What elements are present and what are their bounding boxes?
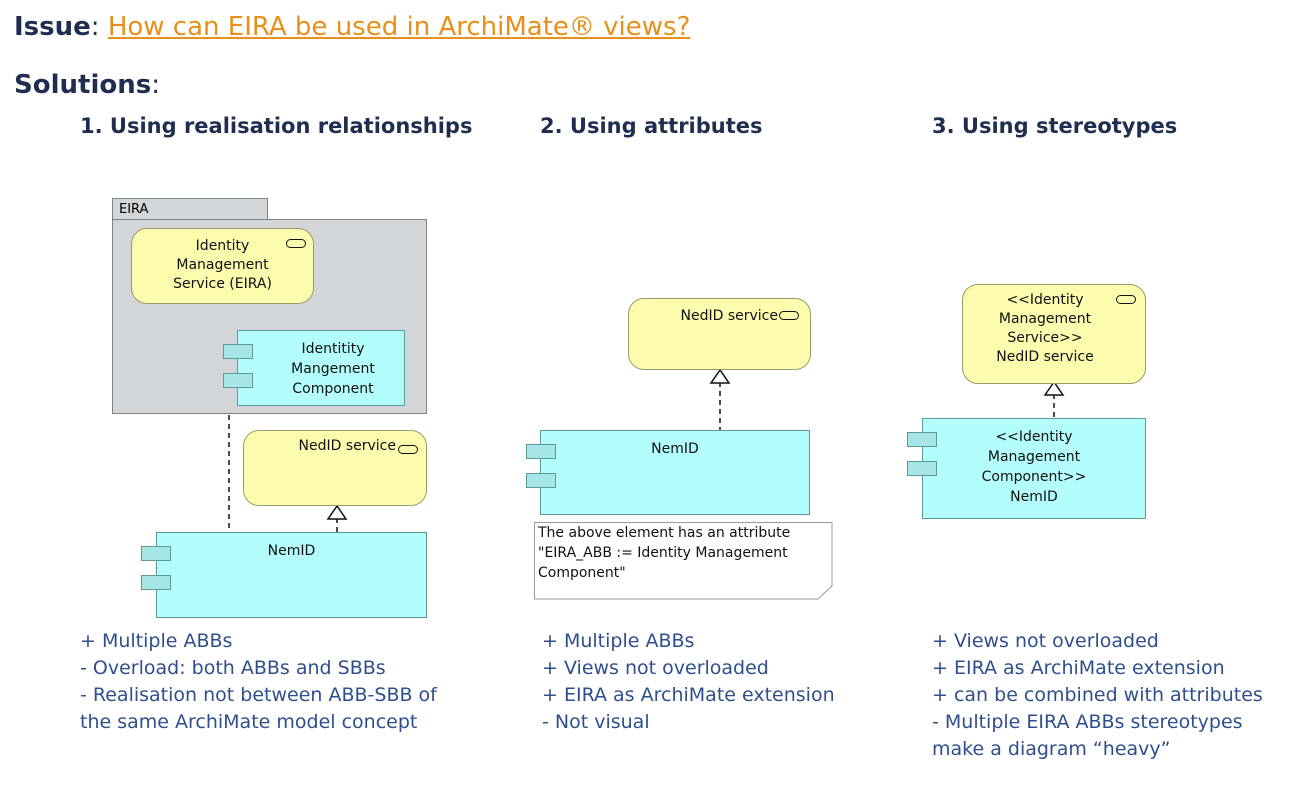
service-icon <box>286 239 306 248</box>
solutions-label: Solutions <box>14 70 152 100</box>
bullet: make a diagram “heavy” <box>932 738 1171 760</box>
realisation-arrowhead-5 <box>1043 380 1065 396</box>
nemid-component-2: NemID <box>540 430 810 515</box>
component-icon <box>526 473 556 488</box>
column-1-bullets: + Multiple ABBs - Overload: both ABBs an… <box>80 628 437 736</box>
bullet: + Multiple ABBs <box>80 630 233 652</box>
stereotyped-nemid-component: <<Identity Management Component>> NemID <box>922 418 1146 519</box>
attribute-note-shape <box>534 522 833 600</box>
stereo-service-line-1: <<Identity <box>1006 292 1084 308</box>
component-icon <box>907 461 937 476</box>
identity-management-component-abb: Identitity Mangement Component <box>237 330 405 406</box>
issue-separator: : <box>90 12 108 42</box>
bullet: + Views not overloaded <box>542 657 769 679</box>
service-icon <box>779 311 799 320</box>
stereo-service-line-3: Service>> <box>1007 330 1083 346</box>
abb-service-line-2: Management <box>176 257 269 273</box>
bullet: + can be combined with attributes <box>932 684 1263 706</box>
service-icon <box>1116 295 1136 304</box>
component-icon <box>223 344 253 359</box>
component-icon <box>223 373 253 388</box>
component-icon <box>526 444 556 459</box>
nedid-service-2: NedID service <box>628 298 811 370</box>
stereo-component-line-2: Management <box>987 449 1081 465</box>
bullet: + EIRA as ArchiMate extension <box>932 657 1225 679</box>
nedid-service-label-2: NedID service <box>680 308 778 324</box>
column-1-heading: 1. Using realisation relationships <box>80 114 473 138</box>
component-icon <box>141 575 171 590</box>
note-line-3: Component" <box>538 565 626 581</box>
abb-component-line-2: Mangement <box>291 361 375 377</box>
issue-link[interactable]: How can EIRA be used in ArchiMate® views… <box>107 12 691 42</box>
nemid-component-sbb-1: NemID <box>156 532 427 618</box>
stereotyped-nedid-service: <<Identity Management Service>> NedID se… <box>962 284 1146 384</box>
bullet: + Multiple ABBs <box>542 630 695 652</box>
nedid-service-sbb-1: NedID service <box>243 430 427 506</box>
issue-label: Issue <box>14 12 91 42</box>
abb-component-line-1: Identitity <box>301 341 365 357</box>
stereo-component-line-4: NemID <box>1010 489 1058 505</box>
column-3-bullets: + Views not overloaded + EIRA as ArchiMa… <box>932 628 1263 763</box>
bullet: - Overload: both ABBs and SBBs <box>80 657 386 679</box>
stereo-service-line-2: Management <box>998 311 1092 327</box>
abb-component-line-3: Component <box>292 381 374 397</box>
realisation-arrowhead-4 <box>709 368 731 384</box>
abb-service-line-1: Identity <box>195 238 250 254</box>
column-2-heading: 2. Using attributes <box>540 114 763 138</box>
note-line-1: The above element has an attribute <box>538 525 791 541</box>
service-icon <box>398 445 418 454</box>
abb-service-line-3: Service (EIRA) <box>173 276 272 292</box>
column-2-bullets: + Multiple ABBs + Views not overloaded +… <box>542 628 835 736</box>
nemid-label-1: NemID <box>267 543 316 559</box>
issue-line: Issue: How can EIRA be used in ArchiMate… <box>14 12 690 42</box>
nemid-label-2: NemID <box>651 441 699 457</box>
bullet: the same ArchiMate model concept <box>80 711 418 733</box>
bullet: - Not visual <box>542 711 650 733</box>
stereo-component-line-1: <<Identity <box>995 429 1073 445</box>
component-icon <box>141 546 171 561</box>
identity-management-service-abb: Identity Management Service (EIRA) <box>131 228 314 304</box>
stereo-service-line-4: NedID service <box>996 349 1094 365</box>
solutions-colon: : <box>151 70 160 100</box>
bullet: + Views not overloaded <box>932 630 1159 652</box>
note-line-2: "EIRA_ABB := Identity Management <box>538 545 788 561</box>
bullet: - Multiple EIRA ABBs stereotypes <box>932 711 1243 733</box>
bullet: + EIRA as ArchiMate extension <box>542 684 835 706</box>
solutions-heading: Solutions: <box>14 70 160 100</box>
stereo-component-line-3: Component>> <box>981 469 1087 485</box>
bullet: - Realisation not between ABB-SBB of <box>80 684 437 706</box>
component-icon <box>907 432 937 447</box>
column-3-heading: 3. Using stereotypes <box>932 114 1178 138</box>
nedid-service-label-1: NedID service <box>298 438 396 454</box>
attribute-note: The above element has an attribute "EIRA… <box>534 522 834 583</box>
eira-group-tab: EIRA <box>112 198 268 220</box>
realisation-arrowhead-3 <box>326 504 348 520</box>
